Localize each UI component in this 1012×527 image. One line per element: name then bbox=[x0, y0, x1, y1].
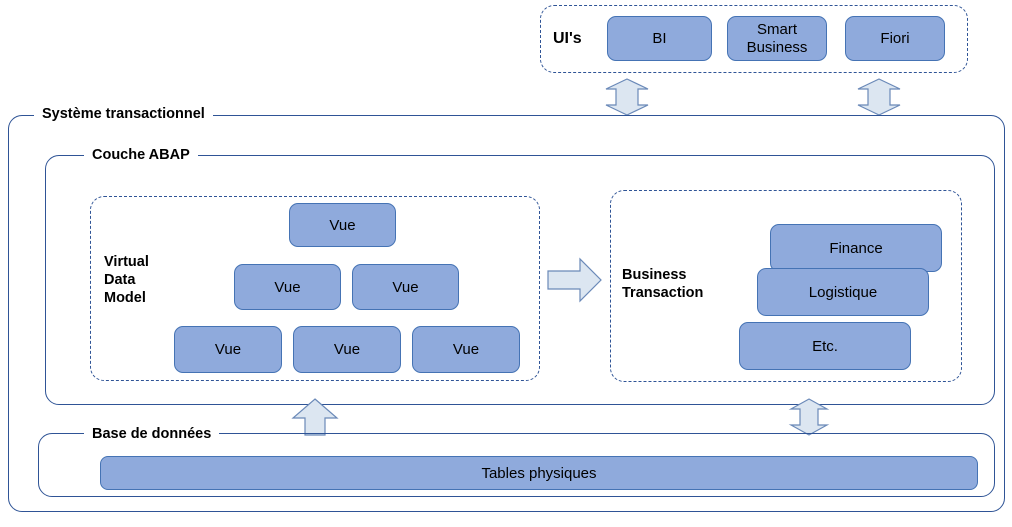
business-group-box bbox=[610, 190, 962, 382]
arrow-vdm-to-business bbox=[547, 256, 603, 304]
business-box-finance[interactable]: Finance bbox=[770, 224, 942, 272]
vdm-vue-box-6[interactable]: Vue bbox=[412, 326, 520, 373]
abap-group-box bbox=[45, 155, 995, 405]
database-box-tables-physiques[interactable]: Tables physiques bbox=[100, 456, 978, 490]
business-group-label: Business Transaction bbox=[622, 267, 704, 301]
vdm-vue-box-2[interactable]: Vue bbox=[234, 264, 341, 310]
arrow-database-to-business bbox=[785, 398, 833, 436]
business-box-etc[interactable]: Etc. bbox=[739, 322, 911, 370]
system-group-box bbox=[8, 115, 1005, 512]
ui-box-fiori[interactable]: Fiori bbox=[845, 16, 945, 61]
business-box-logistique[interactable]: Logistique bbox=[757, 268, 929, 316]
abap-group-label: Couche ABAP bbox=[84, 147, 198, 163]
vdm-vue-box-4[interactable]: Vue bbox=[174, 326, 282, 373]
arrow-bi-to-system bbox=[598, 78, 656, 116]
system-group-label: Système transactionnel bbox=[34, 106, 213, 122]
ui-group-label: UI's bbox=[553, 30, 582, 47]
vdm-vue-box-1[interactable]: Vue bbox=[289, 203, 396, 247]
ui-group-box bbox=[540, 5, 968, 73]
vdm-group-box bbox=[90, 196, 540, 381]
database-group-box bbox=[38, 433, 995, 497]
vdm-vue-box-5[interactable]: Vue bbox=[293, 326, 401, 373]
vdm-vue-box-3[interactable]: Vue bbox=[352, 264, 459, 310]
arrow-fiori-to-system bbox=[850, 78, 908, 116]
vdm-group-label: Virtual Data Model bbox=[104, 254, 149, 306]
ui-box-smart-business[interactable]: Smart Business bbox=[727, 16, 827, 61]
arrow-database-to-vdm bbox=[290, 398, 340, 436]
database-group-label: Base de données bbox=[84, 426, 220, 442]
ui-box-bi[interactable]: BI bbox=[607, 16, 712, 61]
